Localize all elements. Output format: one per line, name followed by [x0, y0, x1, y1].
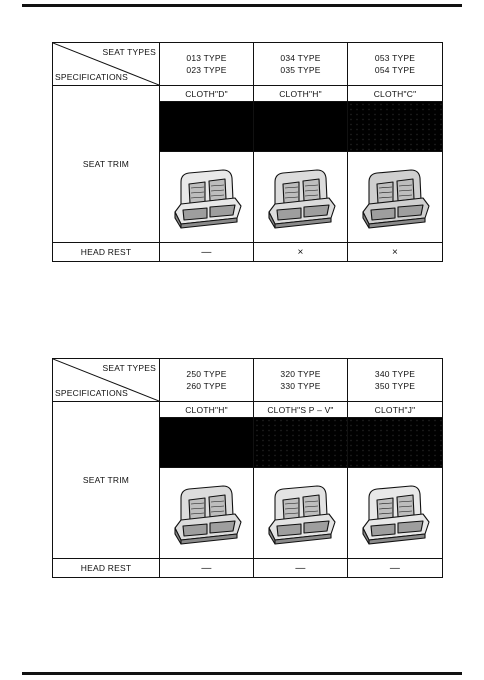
header-corner-cell: SEAT TYPES SPECIFICATIONS [52, 42, 160, 86]
rear-seat-illustration [362, 485, 430, 545]
header-corner-cell: SEAT TYPES SPECIFICATIONS [52, 358, 160, 402]
top-rule [22, 4, 462, 7]
seat-types-label: SEAT TYPES [102, 363, 156, 373]
seat-illustration-col-1 [159, 467, 254, 559]
fabric-swatch-col-1 [159, 101, 254, 152]
seat-trim-label: SEAT TRIM [52, 85, 160, 243]
head-rest-label: HEAD REST [52, 242, 160, 262]
rear-seat-illustration [362, 169, 430, 229]
specifications-label: SPECIFICATIONS [55, 72, 129, 82]
head-rest-value-col-3: — [347, 558, 443, 578]
fabric-swatch-col-1 [159, 417, 254, 468]
rear-seat-illustration [173, 485, 242, 545]
fabric-swatch-col-3 [347, 417, 443, 468]
cloth-label-col-1: CLOTH"H" [159, 401, 254, 418]
seat-illustration-col-2 [253, 151, 348, 243]
head-rest-label: HEAD REST [52, 558, 160, 578]
rear-seat-illustration [173, 169, 242, 229]
head-rest-value-col-3: × [347, 242, 443, 262]
cloth-label-col-3: CLOTH"J" [347, 401, 443, 418]
cloth-label-col-3: CLOTH"C" [347, 85, 443, 102]
seat-illustration-col-3 [347, 467, 443, 559]
cloth-label-col-1: CLOTH"D" [159, 85, 254, 102]
cloth-label-col-2: CLOTH"H" [253, 85, 348, 102]
seat-illustration-col-2 [253, 467, 348, 559]
head-rest-value-col-1: — [159, 242, 254, 262]
fabric-swatch-col-3 [347, 101, 443, 152]
seat-types-label: SEAT TYPES [102, 47, 156, 57]
head-rest-value-col-1: — [159, 558, 254, 578]
head-rest-value-col-2: — [253, 558, 348, 578]
rear-seat-illustration [267, 485, 336, 545]
seat-illustration-col-1 [159, 151, 254, 243]
bottom-rule [22, 672, 462, 675]
rear-seat-illustration [267, 169, 336, 229]
fabric-swatch-col-2 [253, 101, 348, 152]
seat-illustration-col-3 [347, 151, 443, 243]
seat-trim-label: SEAT TRIM [52, 401, 160, 559]
cloth-label-col-2: CLOTH"S P – V" [253, 401, 348, 418]
specifications-label: SPECIFICATIONS [55, 388, 129, 398]
head-rest-value-col-2: × [253, 242, 348, 262]
fabric-swatch-col-2 [253, 417, 348, 468]
